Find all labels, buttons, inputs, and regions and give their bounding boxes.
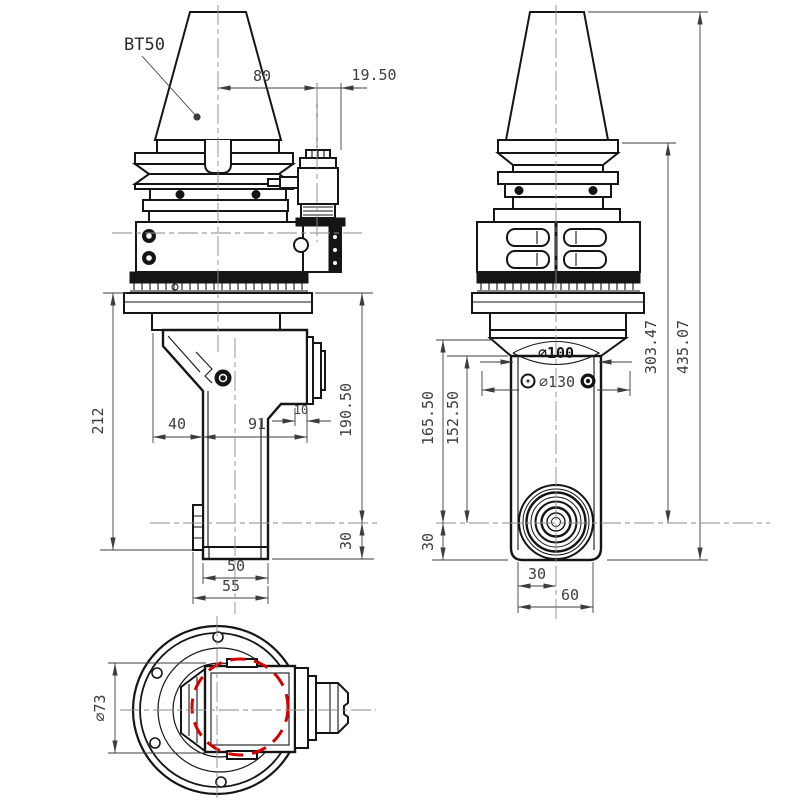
dim-50: 50	[227, 557, 245, 575]
dim-d130: ∅130	[539, 373, 575, 391]
front-view	[123, 11, 346, 561]
front-view-dimensions: BT50 80 19.50 212 190.50 30 40 91 10 50	[89, 35, 397, 604]
body-slot	[506, 228, 550, 247]
clamp-range-circle	[190, 657, 290, 757]
side-view	[471, 11, 645, 562]
dim-10: 10	[294, 403, 308, 417]
graduation-band	[129, 271, 309, 284]
dim-152-50: 152.50	[444, 391, 462, 445]
collet-nut	[315, 682, 349, 734]
sight-glass	[293, 237, 309, 253]
dim-19-50: 19.50	[351, 66, 396, 84]
dim-91: 91	[248, 415, 266, 433]
flange-bolt-hole	[215, 776, 227, 788]
dim-303-47: 303.47	[642, 320, 660, 374]
dim-80: 80	[253, 67, 271, 85]
front-body	[135, 221, 304, 273]
dim-165-50: 165.50	[419, 391, 437, 445]
dim-30-side-v: 30	[419, 533, 437, 551]
side-body	[476, 221, 641, 273]
dim-435-07: 435.07	[674, 320, 692, 374]
flange-bolt-hole	[149, 737, 161, 749]
dim-60: 60	[561, 586, 579, 604]
dim-d73: ∅73	[91, 694, 109, 721]
body-slot	[506, 250, 550, 269]
center-lines	[112, 5, 770, 798]
leader-dot	[193, 113, 201, 121]
taper-cone-side	[504, 11, 610, 141]
bottom-view-dimensions: ∅73	[91, 662, 206, 754]
dim-40: 40	[168, 415, 186, 433]
dim-30-side-h: 30	[528, 565, 546, 583]
bolt-hole-filled	[580, 373, 596, 389]
flange-bolt-hole	[151, 667, 163, 679]
dim-212: 212	[89, 407, 107, 434]
grease-valve	[267, 149, 346, 227]
dim-30-front: 30	[337, 532, 355, 550]
graduation-band-side	[476, 271, 641, 284]
dim-190-50: 190.50	[337, 383, 355, 437]
dim-55: 55	[222, 577, 240, 595]
body-slot	[563, 250, 607, 269]
boss-lens	[512, 340, 601, 366]
flange-bolt-hole	[212, 631, 224, 643]
taper-label: BT50	[124, 35, 165, 55]
clamp-screw	[214, 369, 232, 387]
body-slot	[563, 228, 607, 247]
head-block	[203, 664, 297, 754]
